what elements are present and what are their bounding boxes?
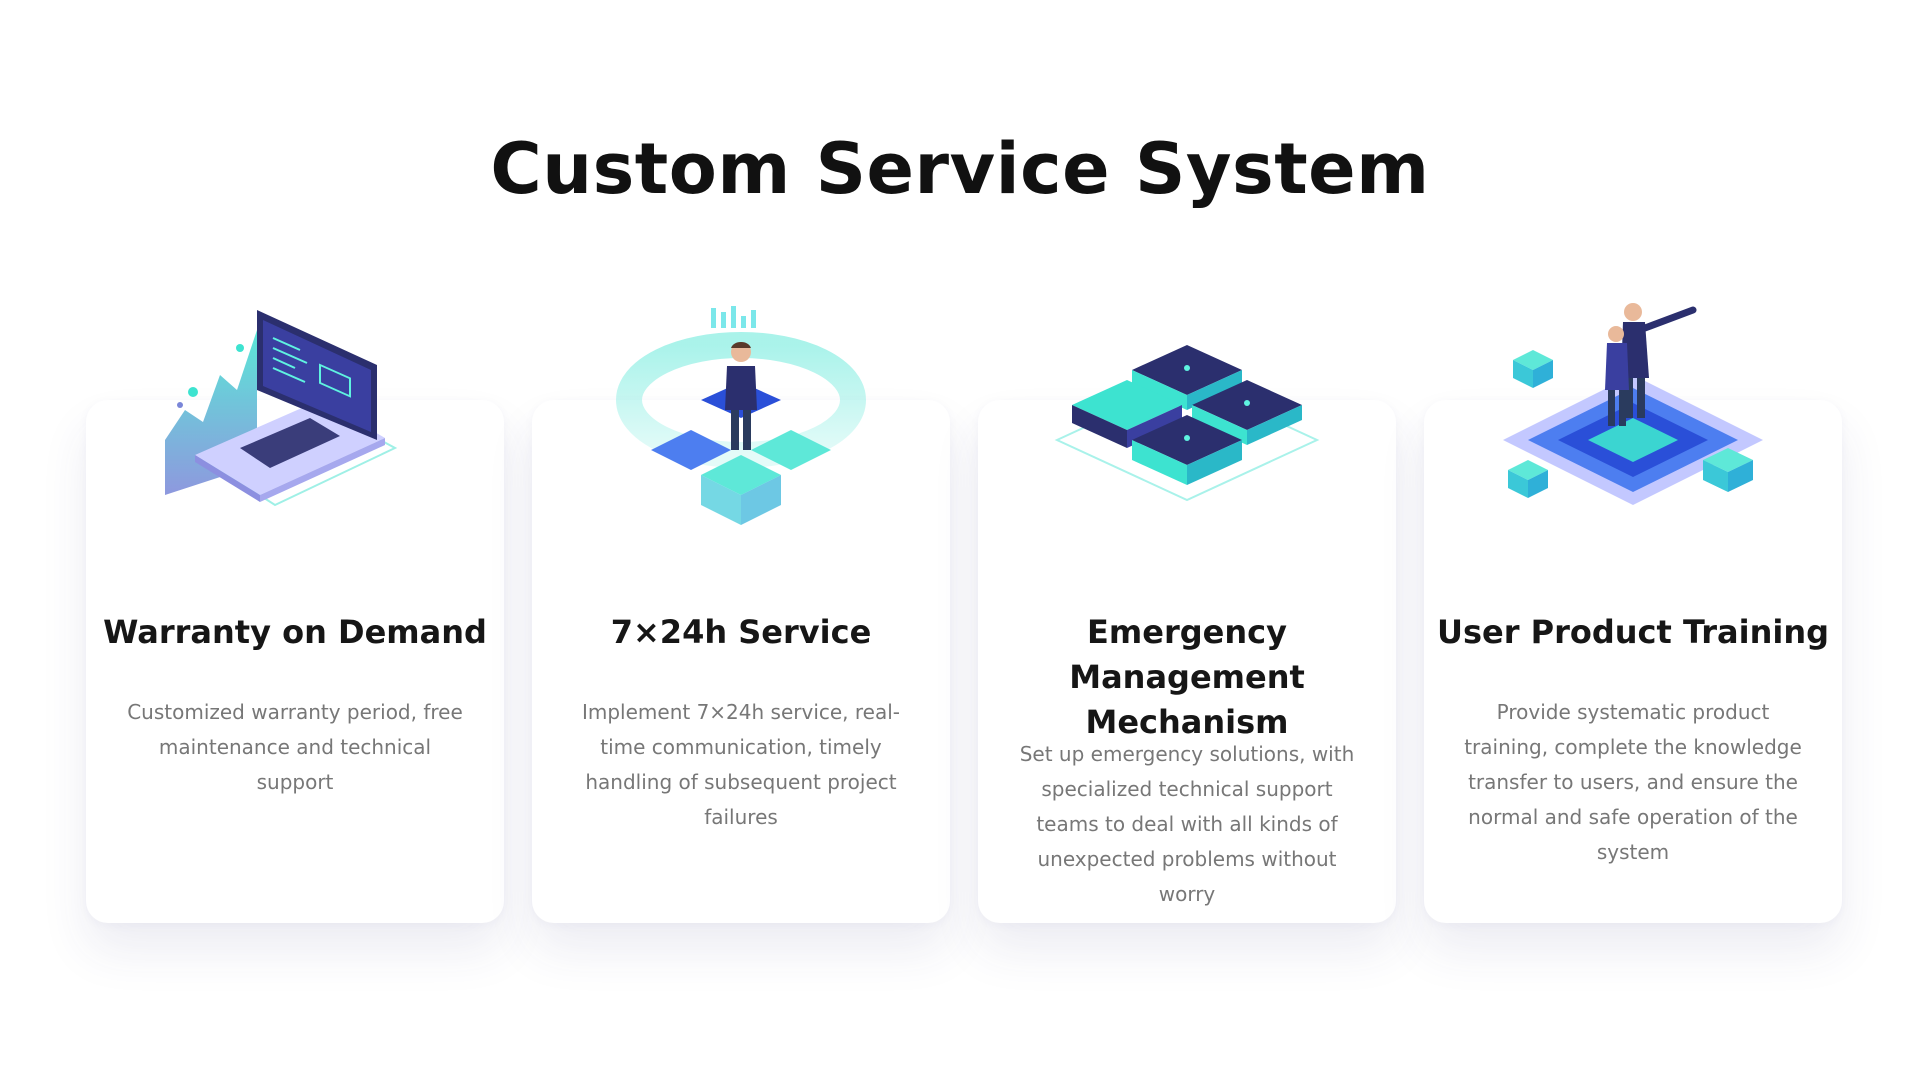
card-description: Provide systematic product training, com…	[1464, 700, 1802, 864]
service-agent-icon	[616, 306, 866, 525]
service-card-emergency: Emergency Management Mechanism Set up em…	[978, 345, 1396, 923]
card-description: Customized warranty period, free mainten…	[127, 700, 463, 794]
card-title: Emergency Management Mechanism	[1069, 613, 1305, 741]
card-title: 7×24h Service	[610, 613, 872, 651]
card-title: User Product Training	[1436, 613, 1830, 651]
card-description: Set up emergency solutions, with special…	[1019, 742, 1355, 906]
service-card-7x24: 7×24h Service Implement 7×24h service, r…	[532, 306, 950, 923]
service-card-training: User Product Training Provide systematic…	[1424, 303, 1842, 923]
service-cards: Warranty on Demand Customized warranty p…	[86, 303, 1842, 923]
card-description: Implement 7×24h service, real-time commu…	[581, 700, 901, 829]
laptop-analytics-icon	[165, 310, 398, 507]
card-title: Warranty on Demand	[103, 613, 487, 651]
server-cluster-icon	[1054, 345, 1320, 502]
service-card-warranty: Warranty on Demand Customized warranty p…	[86, 310, 504, 923]
training-team-icon	[1503, 303, 1763, 505]
page-title: Custom Service System	[490, 128, 1430, 210]
